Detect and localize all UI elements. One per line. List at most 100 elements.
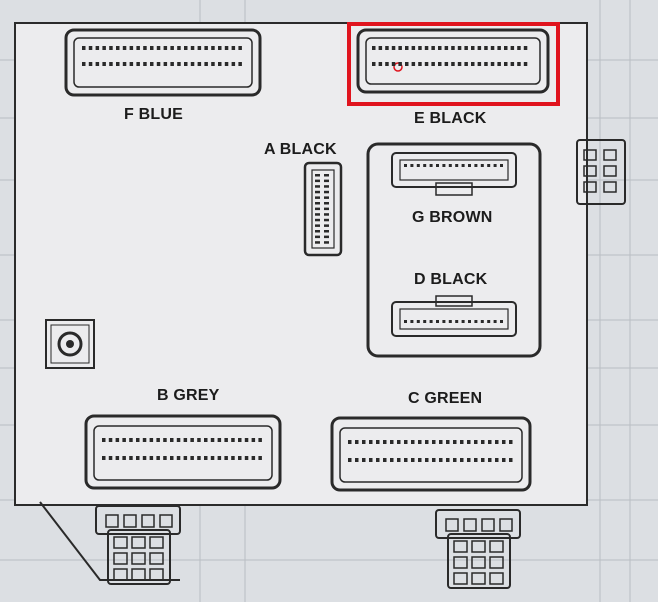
pin: [398, 46, 402, 50]
pin: [517, 62, 521, 66]
pin: [397, 440, 401, 444]
bottom-plug-right: [435, 509, 521, 589]
pin: [391, 46, 396, 50]
pin: [324, 218, 329, 222]
pin: [116, 46, 120, 50]
pin: [224, 438, 228, 442]
pin: [481, 458, 485, 462]
pin: [442, 320, 446, 323]
pin: [204, 438, 208, 442]
pin: [315, 218, 320, 222]
connector-g-brown[interactable]: [391, 152, 517, 196]
connector-a-black[interactable]: [303, 161, 343, 257]
plug-cell: [113, 552, 128, 565]
pin: [502, 458, 506, 462]
pin: [324, 207, 329, 211]
pin: [231, 438, 235, 442]
pin: [122, 456, 126, 460]
pin: [244, 438, 249, 442]
pin: [481, 440, 485, 444]
pin: [497, 46, 501, 50]
pin: [372, 62, 376, 66]
pin: [517, 46, 521, 50]
pin: [487, 164, 491, 167]
pin: [383, 440, 387, 444]
pin: [324, 241, 329, 244]
pin: [432, 440, 436, 444]
plug-cell: [445, 518, 459, 532]
pin: [238, 62, 242, 66]
pin: [136, 438, 140, 442]
pin: [460, 458, 464, 462]
pin: [448, 320, 452, 323]
pin: [497, 62, 501, 66]
pin: [324, 213, 329, 216]
pin: [418, 46, 422, 50]
pin: [129, 46, 134, 50]
pin: [385, 46, 389, 50]
plug-cell: [453, 572, 468, 585]
pin: [436, 164, 439, 167]
pin: [197, 46, 202, 50]
pin: [468, 164, 471, 167]
pin: [315, 185, 320, 188]
pin: [204, 62, 208, 66]
pin: [493, 320, 497, 323]
pin: [315, 196, 320, 199]
pin: [398, 62, 402, 66]
pin: [425, 440, 429, 444]
connector-d-black[interactable]: [391, 295, 517, 337]
pin: [453, 458, 457, 462]
pin: [423, 320, 427, 323]
pin: [102, 62, 106, 66]
pin: [324, 185, 329, 188]
pin: [163, 438, 167, 442]
pin: [224, 46, 229, 50]
pin: [490, 46, 495, 50]
connector-e-black[interactable]: [356, 28, 550, 94]
label-c-green: C GREEN: [408, 390, 483, 407]
connector-c-green[interactable]: [330, 416, 532, 492]
plug-cell: [149, 536, 164, 549]
pin: [461, 164, 465, 167]
pin: [467, 440, 471, 444]
plug-cell: [113, 536, 128, 549]
pin: [348, 458, 352, 462]
pin: [448, 164, 452, 167]
pin: [455, 164, 459, 167]
pin: [143, 46, 147, 50]
pin: [418, 458, 422, 462]
pin: [136, 456, 140, 460]
connector-b-grey[interactable]: [84, 414, 282, 490]
pin: [115, 438, 120, 442]
plug-cell: [471, 572, 486, 585]
pin: [324, 230, 329, 233]
pin: [258, 438, 262, 442]
plug-cell: [471, 540, 486, 553]
pin: [218, 46, 222, 50]
pin: [231, 62, 236, 66]
pin: [474, 320, 478, 323]
pin: [109, 62, 113, 66]
pin: [190, 456, 194, 460]
pin: [95, 46, 100, 50]
pin: [444, 62, 449, 66]
pin: [495, 458, 499, 462]
pin: [82, 62, 86, 66]
connector-f-blue[interactable]: [64, 28, 262, 97]
pin: [170, 46, 174, 50]
pin: [477, 62, 482, 66]
pin: [500, 320, 503, 323]
pin: [487, 320, 491, 323]
pin: [369, 458, 373, 462]
pin: [504, 46, 508, 50]
pin: [444, 46, 449, 50]
pin: [460, 440, 464, 444]
pin: [190, 438, 194, 442]
pin: [217, 438, 222, 442]
pin: [442, 164, 446, 167]
pin: [218, 62, 222, 66]
pin: [484, 46, 488, 50]
pin: [88, 62, 93, 66]
pin: [224, 62, 229, 66]
